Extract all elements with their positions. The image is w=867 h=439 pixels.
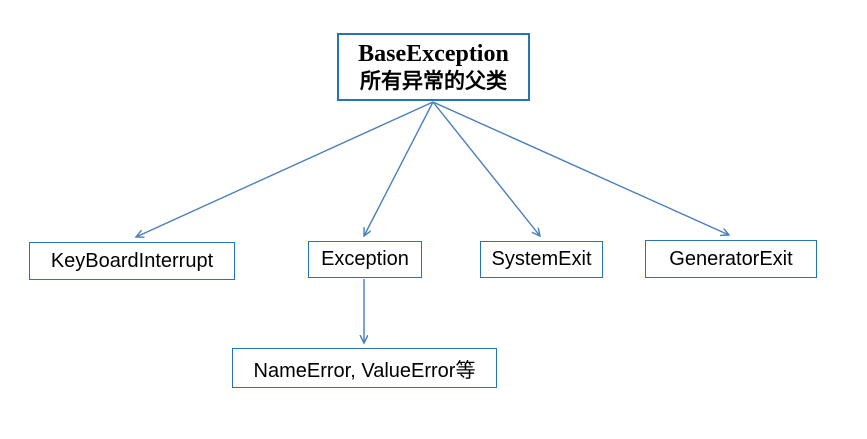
node-generatorexit-label: GeneratorExit: [669, 247, 793, 270]
node-exception-label: Exception: [321, 248, 409, 270]
edge-baseexception-exception: [364, 101, 434, 236]
node-baseexception: BaseException 所有异常的父类: [337, 33, 530, 101]
node-systemexit-label: SystemExit: [491, 248, 592, 270]
edge-baseexception-systemexit: [432, 101, 540, 236]
edge-baseexception-keyboardinterrupt: [136, 101, 434, 237]
node-nameerror-valueerror-label: NameError, ValueError等: [253, 359, 476, 382]
node-exception: Exception: [308, 241, 422, 278]
node-baseexception-subtitle: 所有异常的父类: [360, 68, 507, 93]
node-keyboardinterrupt-label: KeyBoardInterrupt: [50, 249, 214, 272]
node-baseexception-title: BaseException: [358, 41, 509, 68]
node-generatorexit: GeneratorExit: [645, 240, 817, 278]
node-keyboardinterrupt: KeyBoardInterrupt: [29, 242, 235, 280]
edge-baseexception-generatorexit: [432, 101, 729, 235]
node-nameerror-valueerror: NameError, ValueError等: [232, 348, 497, 388]
node-systemexit: SystemExit: [480, 241, 603, 278]
